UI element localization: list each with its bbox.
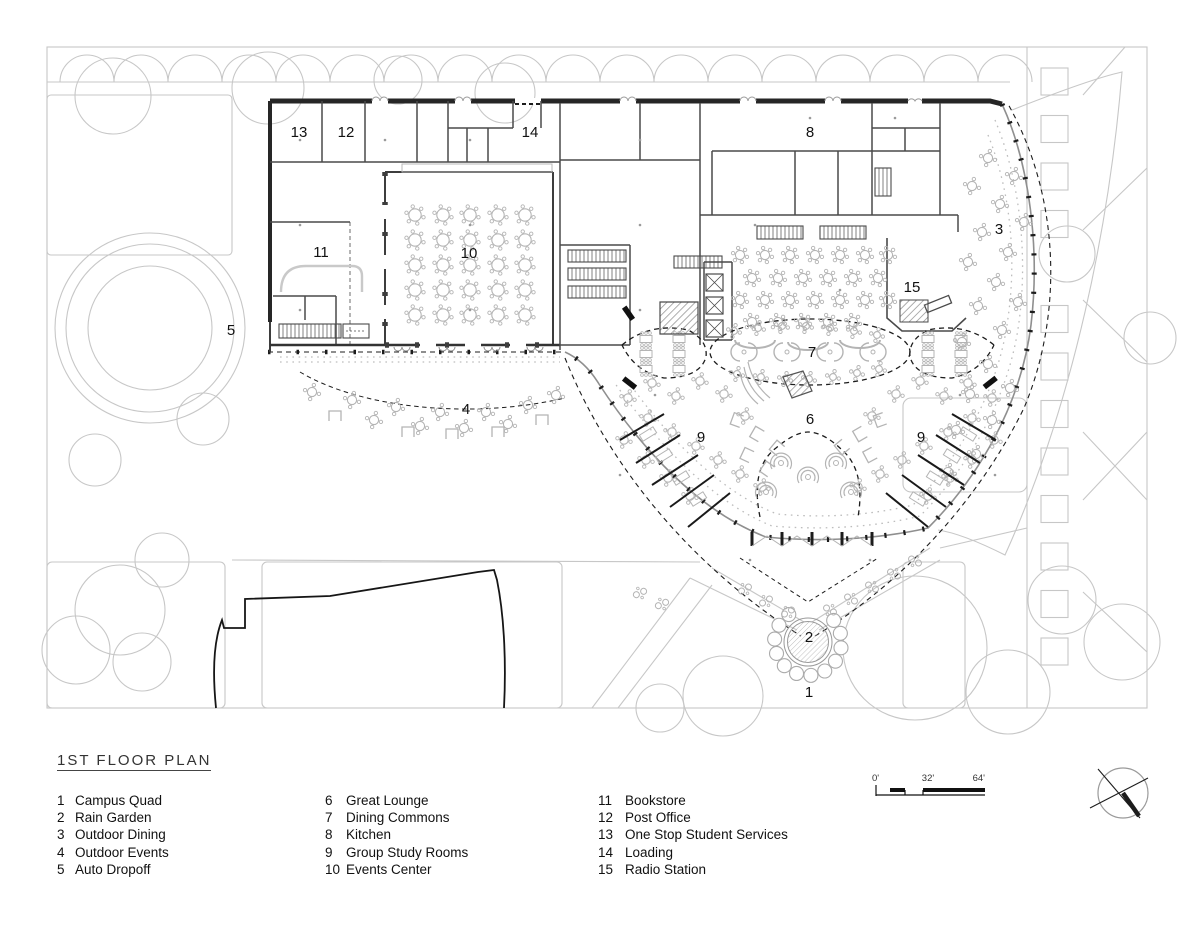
amphitheater — [739, 361, 813, 405]
legend-item-label: Great Lounge — [346, 793, 429, 808]
trees — [41, 51, 1177, 737]
legend-item-num: 11 — [598, 793, 613, 808]
plan-marker-15: 15 — [904, 279, 921, 296]
plan-marker-5: 5 — [227, 322, 235, 339]
furniture-layer — [278, 116, 1034, 619]
scale-label-0: 0' — [872, 773, 879, 784]
legend-item-label: Bookstore — [625, 793, 686, 808]
legend-item-1: 1 Campus Quad — [57, 792, 169, 809]
legend-column-1: 1 Campus Quad 2 Rain Garden 3 Outdoor Dinin… — [57, 792, 169, 878]
legend-column-2: 6 Great Lounge 7 Dining Commons 8 Kitchen 9… — [325, 792, 468, 878]
legend-item-label: Auto Dropoff — [75, 861, 151, 877]
legend-item-7: 7 Dining Commons — [325, 809, 468, 826]
plan-marker-9-east: 9 — [917, 429, 925, 446]
adjacent-building-outline — [213, 569, 506, 709]
legend-item-num: 5 — [57, 861, 65, 877]
legend-item-label: Loading — [625, 844, 674, 860]
plan-marker-10: 10 — [461, 245, 478, 262]
site-context — [41, 46, 1177, 737]
page-title: 1ST FLOOR PLAN — [57, 752, 212, 771]
dashed-boundaries — [268, 103, 1052, 637]
plan-marker-3: 3 — [995, 221, 1003, 238]
scale-label-32: 32' — [922, 773, 935, 784]
legend-item-num: 13 — [598, 827, 614, 843]
plan-marker-11: 11 — [313, 244, 329, 261]
north-arrow-icon — [1089, 767, 1149, 819]
legend-item-num: 6 — [325, 793, 333, 808]
plan-marker-2: 2 — [805, 629, 813, 646]
legend-item-num: 15 — [598, 861, 614, 877]
plan-marker-8: 8 — [806, 124, 814, 141]
building-walls — [268, 96, 1003, 352]
legend-item-num: 1 — [57, 793, 65, 808]
dropoff-ring-outer — [54, 232, 246, 424]
plan-marker-12: 12 — [338, 124, 355, 141]
media-petal — [756, 431, 861, 518]
legend-item-label: Radio Station — [625, 861, 707, 877]
legend-item-num: 9 — [325, 844, 333, 860]
legend-item-5: 5 Auto Dropoff — [57, 861, 169, 878]
scale-label-64: 64' — [973, 773, 986, 784]
curtain-wall — [563, 102, 1037, 543]
legend-item-num: 2 — [57, 810, 65, 826]
legend-item-label: Events Center — [346, 861, 432, 877]
stair-hatch — [659, 301, 699, 335]
legend-item-num: 3 — [57, 827, 65, 843]
stair-hatch-15 — [899, 299, 929, 323]
legend-item-label: Dining Commons — [346, 810, 450, 826]
dotted-paving-lines — [280, 119, 1024, 529]
study-room-walls — [619, 413, 997, 528]
site-boundary — [46, 46, 1148, 709]
legend-item-num: 12 — [598, 810, 614, 826]
legend-item-num: 7 — [325, 810, 333, 826]
legend-item-3: 3 Outdoor Dining — [57, 826, 169, 843]
paver-squares — [1040, 67, 1069, 666]
plan-marker-13: 13 — [291, 124, 308, 141]
plan-marker-14: 14 — [522, 124, 539, 141]
legend-item-label: Campus Quad — [75, 793, 163, 808]
legend-item-10: 10 Events Center — [325, 861, 468, 878]
legend-item-num: 10 — [325, 861, 341, 877]
legend-item-num: 14 — [598, 844, 614, 860]
legend-item-9: 9 Group Study Rooms — [325, 844, 468, 861]
legend-item-15: 15 Radio Station — [598, 861, 788, 878]
legend-item-num: 4 — [57, 844, 65, 860]
legend-item-num: 8 — [325, 827, 333, 843]
legend-item-label: Outdoor Events — [75, 844, 169, 860]
legend-item-label: Outdoor Dining — [75, 827, 166, 843]
legend-item-label: Group Study Rooms — [346, 844, 469, 860]
legend-column-3: 11 Bookstore 12 Post Office 13 One Stop Stu… — [598, 792, 788, 878]
legend-item-2: 2 Rain Garden — [57, 809, 169, 826]
plan-marker-1: 1 — [805, 684, 813, 701]
legend-item-4: 4 Outdoor Events — [57, 844, 169, 861]
plan-marker-7: 7 — [808, 344, 816, 361]
legend-item-6: 6 Great Lounge — [325, 792, 468, 809]
legend-item-12: 12 Post Office — [598, 809, 788, 826]
program-dashed-shapes — [621, 318, 995, 518]
legend-item-13: 13 One Stop Student Services — [598, 826, 788, 843]
plan-marker-9-west: 9 — [697, 429, 705, 446]
legend-item-label: Post Office — [625, 810, 691, 826]
plan-marker-6: 6 — [806, 411, 814, 428]
teardrop-west — [621, 327, 707, 379]
legend-item-14: 14 Loading — [598, 844, 788, 861]
dropoff-ring-inner — [65, 243, 235, 413]
street-tree-row — [59, 54, 1033, 83]
legend-item-label: Kitchen — [346, 827, 392, 843]
south-entry-tents — [750, 532, 874, 547]
scale-bar: 0' 32' 64' — [872, 773, 985, 796]
legend-item-8: 8 Kitchen — [325, 826, 468, 843]
legend-item-label: One Stop Student Services — [625, 827, 788, 843]
legend-item-11: 11 Bookstore — [598, 792, 788, 809]
plan-marker-4: 4 — [462, 401, 470, 418]
legend-item-label: Rain Garden — [75, 810, 152, 826]
